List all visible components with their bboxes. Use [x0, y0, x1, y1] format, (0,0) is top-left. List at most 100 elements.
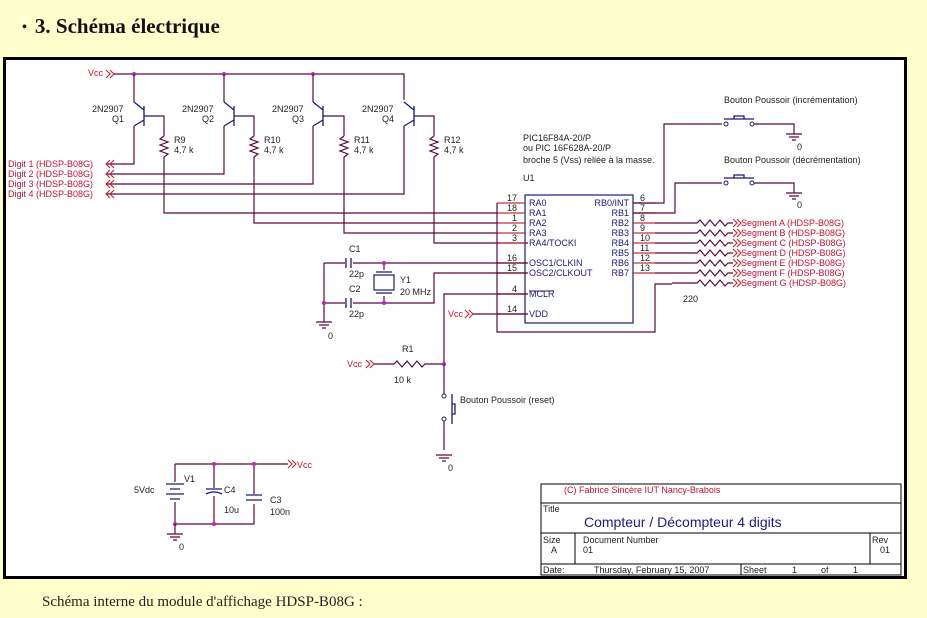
svg-text:V1: V1 [184, 474, 195, 484]
segment-resistor-icon [655, 259, 733, 267]
segment-outputs: Segment A (HDSP-B08G)Segment B (HDSP-B08… [655, 218, 846, 288]
mcu-pin-name: RA3 [529, 228, 547, 238]
segment-port: Segment A (HDSP-B08G) [741, 218, 844, 228]
section-title: 3. Schéma électrique [34, 14, 220, 38]
mcu-pin-number: 3 [512, 233, 517, 243]
q4-part: 2N2907 [362, 104, 394, 114]
r10-ref: R10 [264, 135, 281, 145]
svg-text:20 MHz: 20 MHz [400, 287, 432, 297]
segment-resistor-value: 220 [683, 294, 698, 304]
svg-text:A: A [551, 545, 557, 555]
ground-icon [167, 524, 183, 541]
vcc-port-icon [105, 69, 115, 79]
ground-icon [786, 133, 802, 141]
segment-resistor-icon [655, 269, 733, 277]
svg-text:Document Number: Document Number [583, 535, 659, 545]
mcu-pin-number: 13 [640, 263, 650, 273]
ground-icon [786, 192, 802, 200]
svg-text:C1: C1 [349, 244, 361, 254]
svg-text:R1: R1 [402, 344, 414, 354]
port-arrow-icon [732, 258, 742, 268]
r11-ref: R11 [354, 135, 370, 145]
svg-text:C3: C3 [270, 495, 282, 505]
segment-resistor-icon [655, 239, 733, 247]
mcu-pin-number: 2 [512, 223, 517, 233]
mcu-pin-name: RB0/INT [594, 198, 629, 208]
mcu-pin-number: 8 [640, 213, 645, 223]
pnp-transistor-icon [223, 101, 244, 127]
segment-port: Segment G (HDSP-B08G) [741, 278, 846, 288]
mcu-pin-number: 7 [640, 203, 645, 213]
segment-resistor-icon [672, 279, 733, 287]
push-button-icon [724, 115, 754, 120]
segment-port: Segment C (HDSP-B08G) [741, 238, 846, 248]
segment-resistor-icon [655, 219, 733, 227]
mcu-pin-number: 4 [512, 284, 517, 294]
svg-text:22p: 22p [349, 309, 364, 319]
mcu-ref: U1 [523, 173, 535, 183]
svg-text:0: 0 [448, 463, 453, 473]
svg-text:Y1: Y1 [400, 275, 411, 285]
mcu-pin-name: RA2 [529, 218, 547, 228]
svg-text:0: 0 [797, 142, 802, 152]
q2-part: 2N2907 [182, 104, 214, 114]
svg-text:1: 1 [792, 565, 797, 575]
mcu-pin-number: 9 [640, 223, 645, 233]
mcu-part-2: ou PIC 16F628A-20/P [523, 143, 611, 153]
button-dec-label: Bouton Poussoir (décrémentation) [724, 155, 861, 165]
digit-3-port: Digit 3 (HDSP-B08G) [8, 179, 93, 189]
mcu-pin-name: RB4 [611, 238, 629, 248]
svg-text:Title: Title [543, 504, 560, 514]
svg-text:0: 0 [797, 200, 802, 210]
push-button-icon [724, 174, 754, 179]
mcu-u1: PIC16F84A-20/P ou PIC 16F628A-20/P broch… [496, 133, 672, 333]
button-reset-label: Bouton Poussoir (reset) [460, 395, 555, 405]
mcu-pin-number: 16 [507, 253, 517, 263]
transistor-q3: 2N2907 Q3 R11 4,7 k [106, 74, 497, 234]
r11-value: 4,7 k [354, 145, 374, 155]
pnp-transistor-icon [403, 101, 424, 127]
battery-icon [166, 483, 184, 500]
svg-text:Rev: Rev [872, 535, 889, 545]
vcc-rail: Vcc [88, 68, 405, 100]
schematic-frame [3, 57, 907, 579]
q1-part: 2N2907 [92, 104, 124, 114]
digit-1-port: Digit 1 (HDSP-B08G) [8, 159, 93, 169]
mcu-pin-name: OSC1/CLKIN [529, 258, 583, 268]
mcu-pin-name: VDD [529, 309, 549, 319]
mcu-pin-number: 14 [507, 304, 517, 314]
mcu-pin-number: 12 [640, 253, 650, 263]
mcu-pin-name: RB5 [611, 248, 629, 258]
mcu-pin-name: MCLR [529, 289, 555, 299]
mcu-pin-number: 6 [640, 193, 645, 203]
r9-value: 4,7 k [174, 145, 194, 155]
segment-resistor-icon [655, 229, 733, 237]
button-inc-label: Bouton Poussoir (incrémentation) [724, 95, 858, 105]
port-arrow-icon [732, 268, 742, 278]
mcu-pin-name: RA0 [529, 198, 547, 208]
mcu-pin-name: RA4/TOCKI [529, 238, 576, 248]
r10-value: 4,7 k [264, 145, 284, 155]
transistor-q4: 2N2907 Q4 R12 4,7 k [106, 101, 528, 244]
svg-text:of: of [821, 565, 829, 575]
mcu-pin-name: OSC2/CLKOUT [529, 268, 593, 278]
section-heading: •3. Schéma électrique [22, 14, 220, 39]
pnp-transistor-icon [133, 101, 154, 127]
svg-text:0: 0 [328, 331, 333, 341]
q3-part: 2N2907 [272, 104, 304, 114]
resistor-icon [374, 360, 444, 368]
mcu-note: broche 5 (Vss) reliée à la masse. [523, 155, 655, 165]
svg-text:01: 01 [880, 545, 890, 555]
oscillator: C1 22p C2 22p Y1 20 MHz 0 [316, 244, 528, 341]
svg-text:0: 0 [179, 542, 184, 552]
mcu-pin-name: RB6 [611, 258, 629, 268]
digit-ports: Digit 1 (HDSP-B08G) Digit 2 (HDSP-B08G) … [8, 159, 115, 199]
mcu-part-1: PIC16F84A-20/P [523, 133, 591, 143]
q3-ref: Q3 [292, 114, 304, 124]
ground-icon [316, 321, 332, 329]
mcu-body [524, 194, 634, 324]
svg-text:22p: 22p [349, 269, 364, 279]
mcu-pin-number: 1 [512, 213, 517, 223]
mcu-pin-name: RA1 [529, 208, 547, 218]
mcu-pin-number: 11 [640, 243, 649, 253]
